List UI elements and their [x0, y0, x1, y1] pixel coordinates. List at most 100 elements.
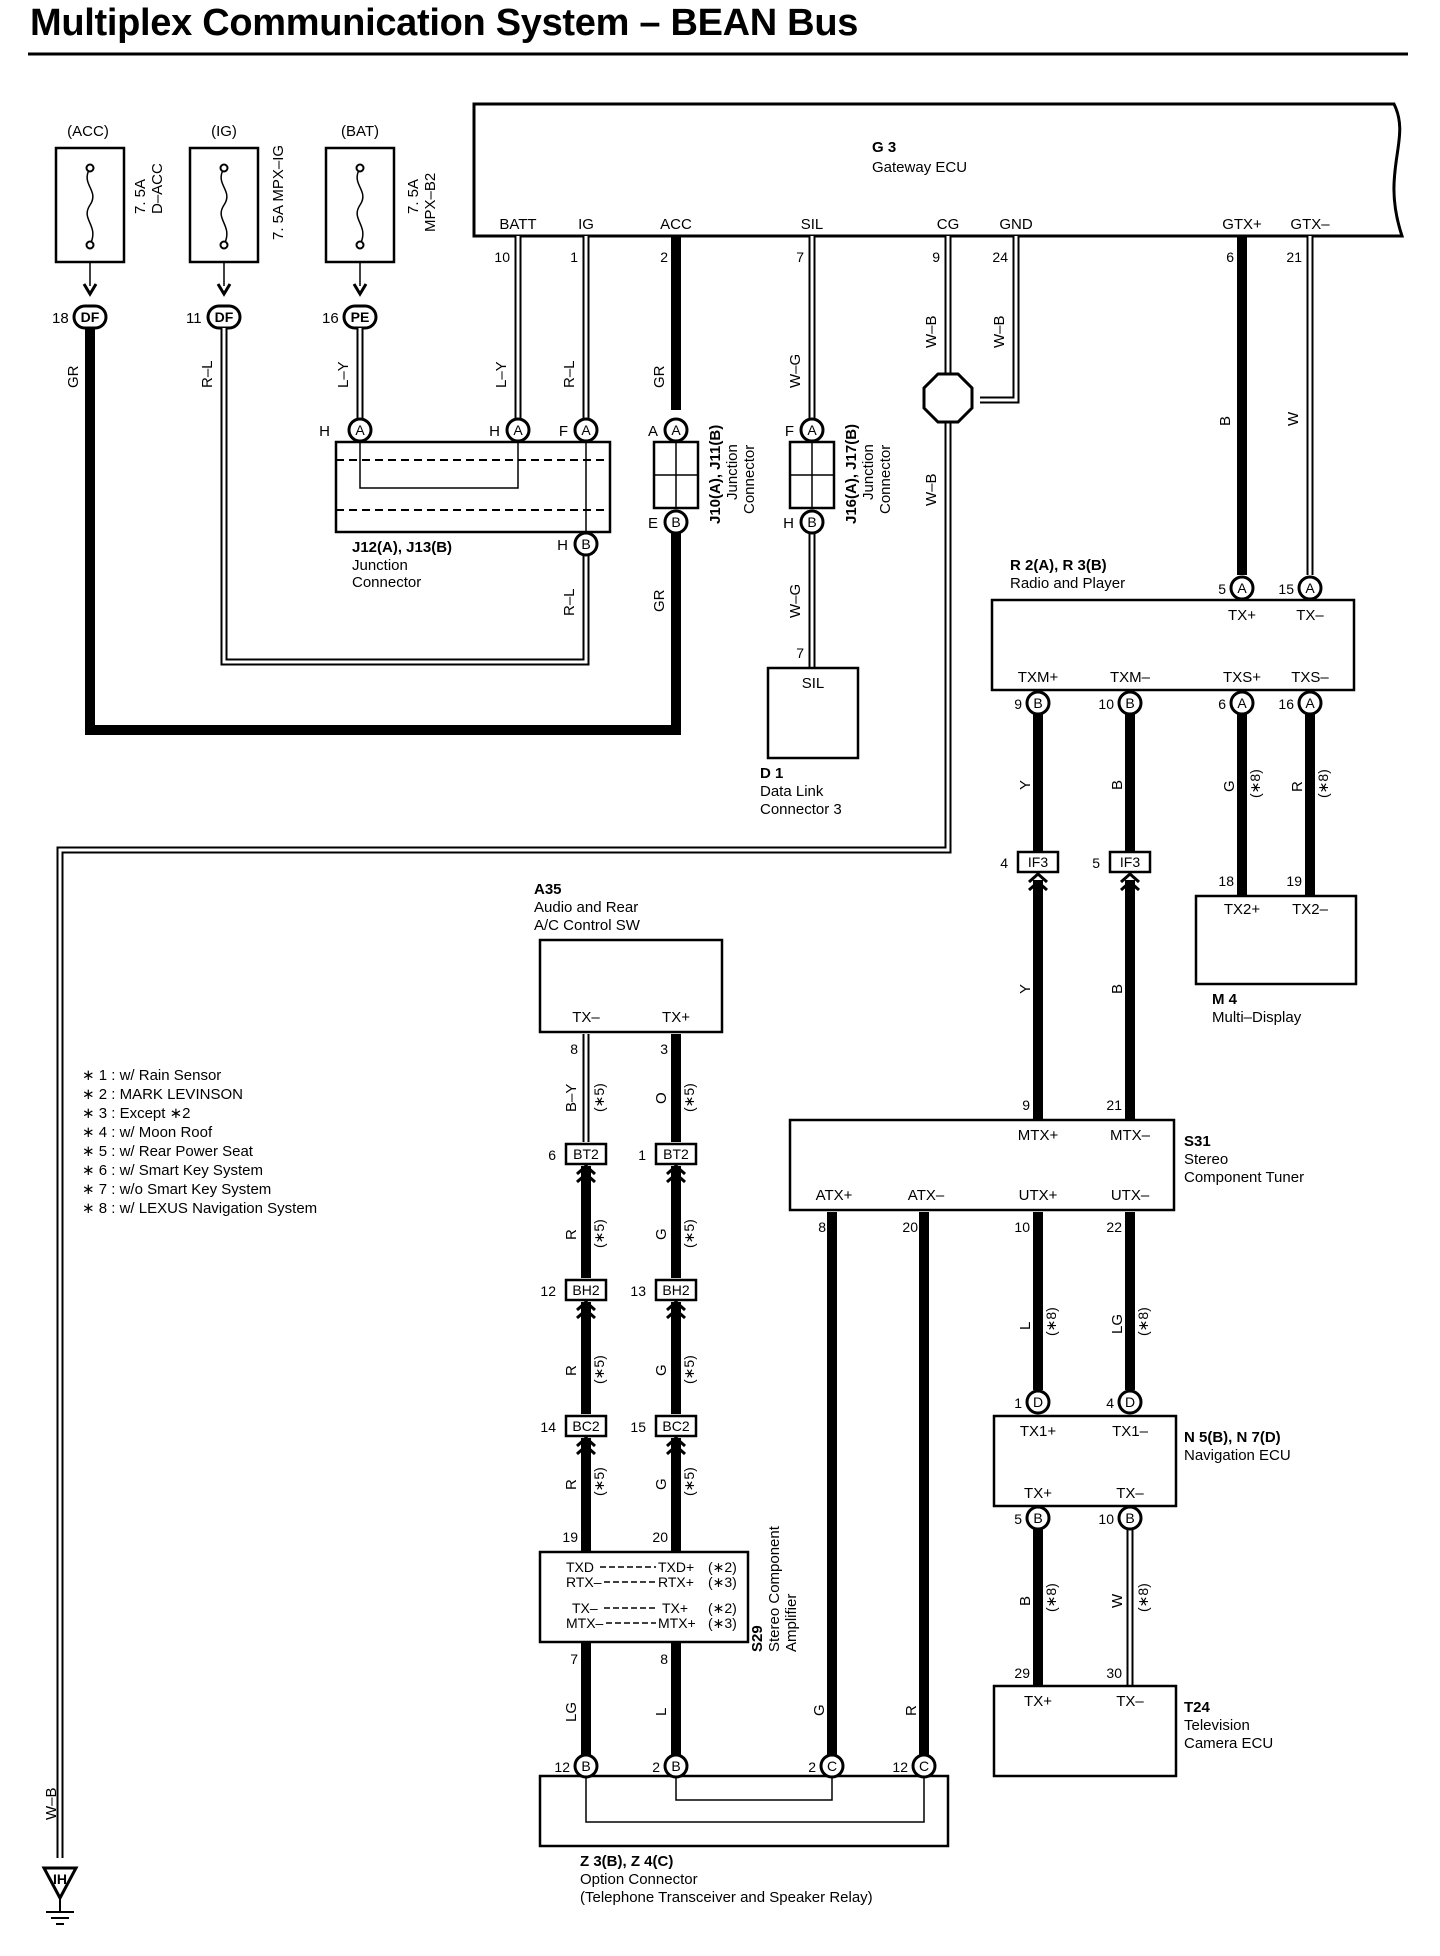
- fuse-bat: (BAT) 7. 5A MPX–B2: [324, 123, 439, 264]
- fuse-source-label: (IG): [211, 123, 237, 140]
- svg-text:BC2: BC2: [662, 1418, 689, 1434]
- svg-text:R 2(A), R 3(B): R 2(A), R 3(B): [1010, 557, 1107, 574]
- svg-text:(∗8): (∗8): [1135, 1583, 1151, 1612]
- svg-text:BC2: BC2: [572, 1418, 599, 1434]
- svg-text:W–G: W–G: [787, 584, 804, 618]
- svg-text:R–L: R–L: [199, 360, 216, 388]
- svg-text:TX–: TX–: [1116, 1693, 1144, 1710]
- svg-text:16: 16: [322, 310, 339, 327]
- svg-text:B: B: [1125, 695, 1134, 711]
- svg-text:TX1+: TX1+: [1020, 1423, 1057, 1440]
- fuse-acc: (ACC) 7. 5A D–ACC: [54, 123, 166, 264]
- svg-text:ATX–: ATX–: [908, 1187, 945, 1204]
- svg-text:B: B: [1109, 984, 1126, 994]
- svg-text:RTX–: RTX–: [566, 1574, 602, 1590]
- svg-text:B: B: [1125, 1510, 1134, 1526]
- svg-text:W–G: W–G: [787, 354, 804, 388]
- svg-text:R: R: [903, 1705, 920, 1716]
- svg-text:(∗5): (∗5): [591, 1355, 607, 1384]
- svg-text:8: 8: [660, 1651, 668, 1667]
- svg-text:B: B: [807, 514, 816, 530]
- svg-text:TX2–: TX2–: [1292, 901, 1329, 918]
- svg-text:F: F: [785, 423, 794, 440]
- svg-text:B: B: [1033, 1510, 1042, 1526]
- svg-text:MTX–: MTX–: [566, 1615, 604, 1631]
- svg-text:2: 2: [660, 249, 668, 265]
- svg-text:BT2: BT2: [573, 1146, 599, 1162]
- svg-text:IH: IH: [53, 1871, 67, 1887]
- svg-text:10: 10: [1014, 1219, 1030, 1235]
- note-item: ∗ 7 : w/o Smart Key System: [82, 1181, 271, 1198]
- fuse-rating: 7. 5A: [405, 179, 422, 214]
- svg-text:Y: Y: [1017, 984, 1034, 994]
- svg-text:D: D: [1033, 1394, 1043, 1410]
- svg-text:MTX+: MTX+: [1018, 1127, 1059, 1144]
- svg-text:(∗5): (∗5): [681, 1355, 697, 1384]
- svg-text:IF3: IF3: [1028, 854, 1048, 870]
- svg-text:A: A: [807, 422, 817, 438]
- svg-text:TX–: TX–: [1296, 607, 1324, 624]
- svg-text:LG: LG: [563, 1702, 580, 1722]
- note-item: ∗ 8 : w/ LEXUS Navigation System: [82, 1200, 317, 1217]
- svg-text:9: 9: [1022, 1097, 1030, 1113]
- svg-text:BATT: BATT: [499, 216, 536, 233]
- svg-text:8: 8: [570, 1041, 578, 1057]
- svg-text:J16(A), J17(B): J16(A), J17(B): [843, 424, 860, 524]
- svg-text:6: 6: [1226, 249, 1234, 265]
- svg-text:GND: GND: [999, 216, 1033, 233]
- ground-ih: W–B IH: [41, 1787, 79, 1925]
- svg-text:TX+: TX+: [662, 1600, 688, 1616]
- svg-text:(∗2): (∗2): [708, 1559, 737, 1575]
- svg-text:18: 18: [52, 310, 69, 327]
- svg-text:1: 1: [570, 249, 578, 265]
- audio-rear-ac-control-sw: A35 Audio and Rear A/C Control SW TX– TX…: [534, 881, 724, 1057]
- television-camera-ecu: 29 30 TX+ TX– T24 Television Camera ECU: [992, 1665, 1273, 1778]
- notes-legend: ∗ 1 : w/ Rain Sensor ∗ 2 : MARK LEVINSON…: [82, 1067, 317, 1217]
- svg-text:B: B: [1033, 695, 1042, 711]
- svg-text:2: 2: [652, 1759, 660, 1775]
- svg-text:R–L: R–L: [561, 588, 578, 616]
- svg-text:Stereo Component: Stereo Component: [766, 1525, 783, 1652]
- svg-text:C: C: [827, 1758, 837, 1774]
- fuse-ig: (IG) 7. 5A MPX–IG: [188, 123, 287, 264]
- svg-text:(∗5): (∗5): [591, 1467, 607, 1496]
- svg-text:GR: GR: [651, 365, 668, 388]
- svg-text:L: L: [1017, 1322, 1034, 1330]
- svg-text:A: A: [355, 422, 365, 438]
- svg-text:19: 19: [1286, 873, 1302, 889]
- svg-text:L: L: [653, 1708, 670, 1716]
- data-link-connector: 7 SIL D 1 Data Link Connector 3: [760, 645, 860, 818]
- svg-text:MTX+: MTX+: [658, 1615, 696, 1631]
- svg-text:W: W: [1285, 411, 1302, 426]
- svg-text:B: B: [1217, 416, 1234, 426]
- svg-text:UTX+: UTX+: [1019, 1187, 1058, 1204]
- svg-text:7: 7: [796, 645, 804, 661]
- svg-text:A: A: [1237, 695, 1247, 711]
- svg-text:18: 18: [1218, 873, 1234, 889]
- svg-text:GTX–: GTX–: [1290, 216, 1330, 233]
- svg-text:30: 30: [1106, 1665, 1122, 1681]
- wire-labels-nav: B (∗8) W (∗8): [1017, 1583, 1151, 1612]
- splice-point: [922, 372, 974, 424]
- svg-text:(∗8): (∗8): [1043, 1583, 1059, 1612]
- svg-text:R–L: R–L: [561, 360, 578, 388]
- svg-text:A: A: [1237, 580, 1247, 596]
- svg-text:(∗3): (∗3): [708, 1574, 737, 1590]
- svg-text:TXS+: TXS+: [1223, 669, 1261, 686]
- svg-text:GR: GR: [651, 589, 668, 612]
- svg-text:S31: S31: [1184, 1133, 1211, 1150]
- svg-text:12: 12: [892, 1759, 908, 1775]
- navigation-ecu: 1 D 4 D TX1+ TX1– TX+ TX– B 5 B 10 N 5(B…: [992, 1389, 1291, 1531]
- svg-text:N 5(B), N 7(D): N 5(B), N 7(D): [1184, 1429, 1281, 1446]
- note-item: ∗ 1 : w/ Rain Sensor: [82, 1067, 221, 1084]
- svg-text:W–B: W–B: [43, 1787, 60, 1820]
- svg-text:B: B: [1109, 780, 1126, 790]
- connector-pe-16: 16 PE: [322, 304, 378, 330]
- svg-text:G: G: [1221, 780, 1238, 792]
- svg-text:R: R: [1289, 781, 1306, 792]
- svg-text:Data Link: Data Link: [760, 783, 824, 800]
- svg-text:9: 9: [1014, 696, 1022, 712]
- note-item: ∗ 2 : MARK LEVINSON: [82, 1086, 243, 1103]
- svg-text:3: 3: [660, 1041, 668, 1057]
